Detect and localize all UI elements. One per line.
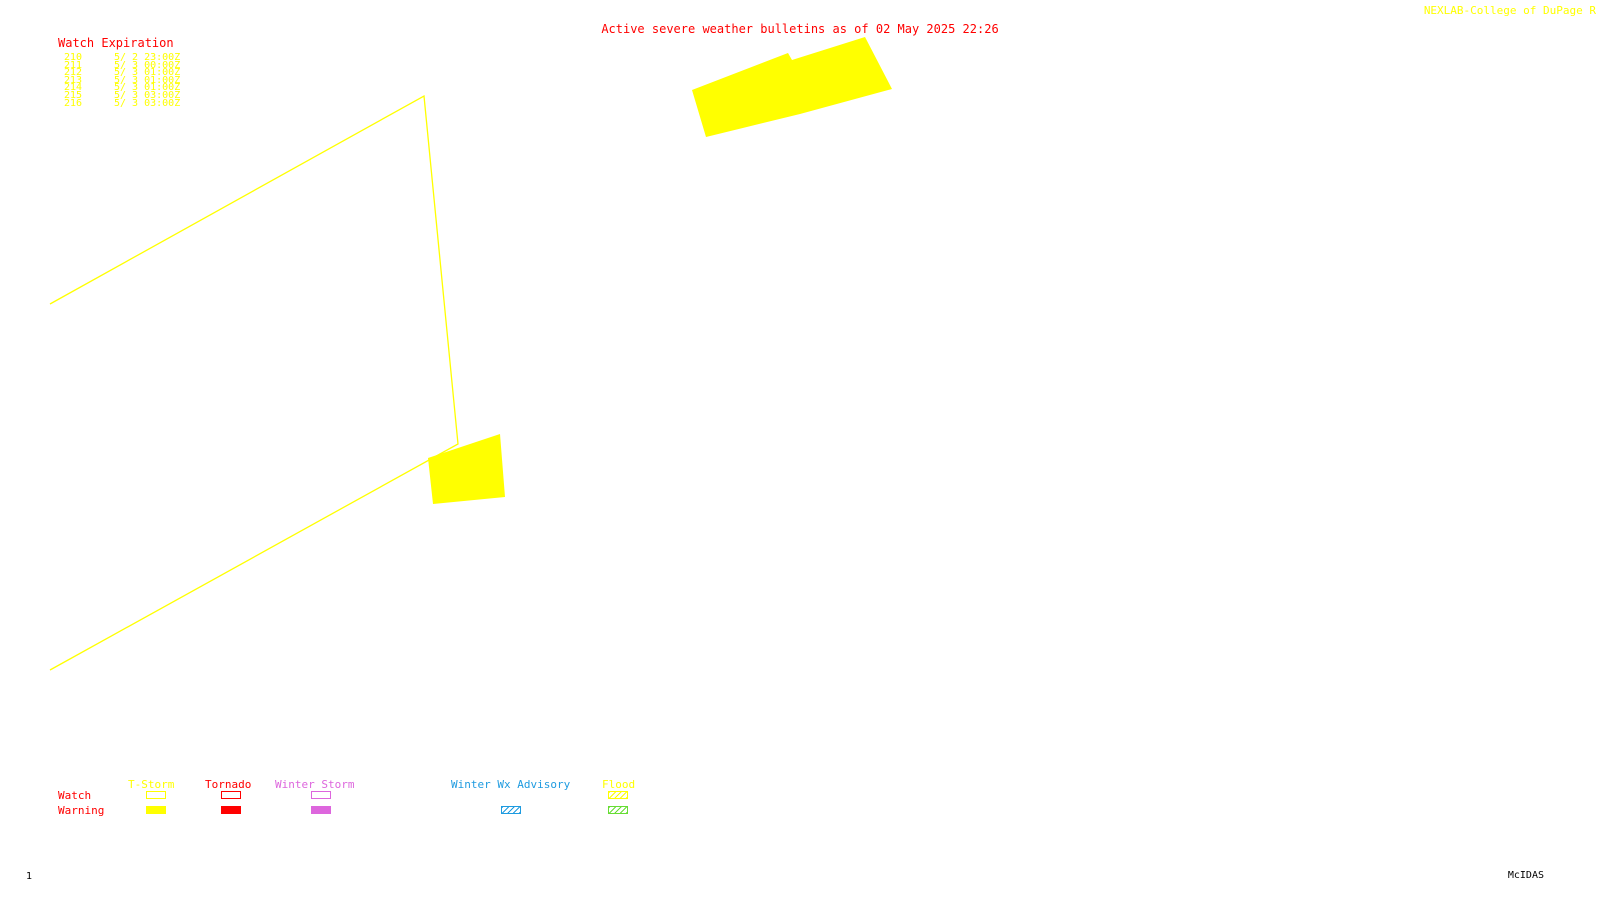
watch-expires: 5/ 3 00:00Z <box>114 59 181 71</box>
tstorm-warning-polygon <box>692 37 892 137</box>
watch-number: 210 <box>64 52 83 63</box>
swatch-winter-storm-watch <box>311 791 331 799</box>
watch-item: 214 5/ 3 01:00Z <box>64 82 181 94</box>
watch-item: 212 5/ 3 01:00Z <box>64 67 181 79</box>
watch-item: 213 5/ 3 01:00Z <box>64 74 181 86</box>
legend-label-tstorm: T-Storm <box>128 778 175 791</box>
bulletin-title: Active severe weather bulletins as of 02… <box>601 22 999 36</box>
watch-expiration-list: 210 5/ 2 23:00Z 211 5/ 3 00:00Z 212 5/ 3 01… <box>64 52 181 109</box>
legend-label-tornado: Tornado <box>205 778 252 791</box>
legend-label-winter-wx-advisory: Winter Wx Advisory <box>451 778 571 791</box>
watch-expires: 5/ 2 23:00Z <box>114 52 181 63</box>
watch-number: 211 <box>64 59 83 71</box>
swatch-tstorm-warning <box>146 806 166 814</box>
legend-label-winter-storm: Winter Storm <box>275 778 355 791</box>
watch-number: 214 <box>64 82 83 94</box>
watch-item: 211 5/ 3 00:00Z <box>64 59 181 71</box>
watch-item: 215 5/ 3 03:00Z <box>64 89 181 101</box>
legend-label-flood: Flood <box>602 778 636 791</box>
watch-number: 213 <box>64 74 83 86</box>
watch-number: 216 <box>64 97 83 109</box>
watch-expires: 5/ 3 01:00Z <box>114 82 181 94</box>
watch-item: 216 5/ 3 03:00Z <box>64 97 181 109</box>
watch-number: 215 <box>64 89 83 101</box>
watch-expires: 5/ 3 03:00Z <box>114 97 181 109</box>
swatch-winter-wx-advisory <box>501 806 521 814</box>
swatch-flood-watch <box>608 791 628 799</box>
swatch-tornado-warning <box>221 806 241 814</box>
watch-expires: 5/ 3 01:00Z <box>114 67 181 79</box>
credit-label: NEXLAB-College of DuPage R <box>1423 4 1596 17</box>
legend: T-Storm Tornado Winter Storm Winter Wx A… <box>0 778 700 838</box>
swatch-tstorm-watch <box>146 791 166 799</box>
legend-row-warning: Warning <box>58 804 105 817</box>
swatch-winter-storm-warning <box>311 806 331 814</box>
watch-expiration-heading: Watch Expiration <box>58 36 174 50</box>
watch-expires: 5/ 3 01:00Z <box>114 74 181 86</box>
software-label: McIDAS <box>1507 870 1544 881</box>
legend-row-watch: Watch <box>58 789 92 802</box>
swatch-tornado-watch <box>221 791 241 799</box>
watch-item: 210 5/ 2 23:00Z <box>64 52 181 63</box>
frame-number: 1 <box>26 871 33 882</box>
tstorm-watch-outline <box>49 94 459 671</box>
swatch-flood-warning <box>608 806 628 814</box>
watch-expires: 5/ 3 03:00Z <box>114 89 181 101</box>
watch-number: 212 <box>64 67 83 79</box>
tstorm-warning-polygon <box>428 434 505 504</box>
